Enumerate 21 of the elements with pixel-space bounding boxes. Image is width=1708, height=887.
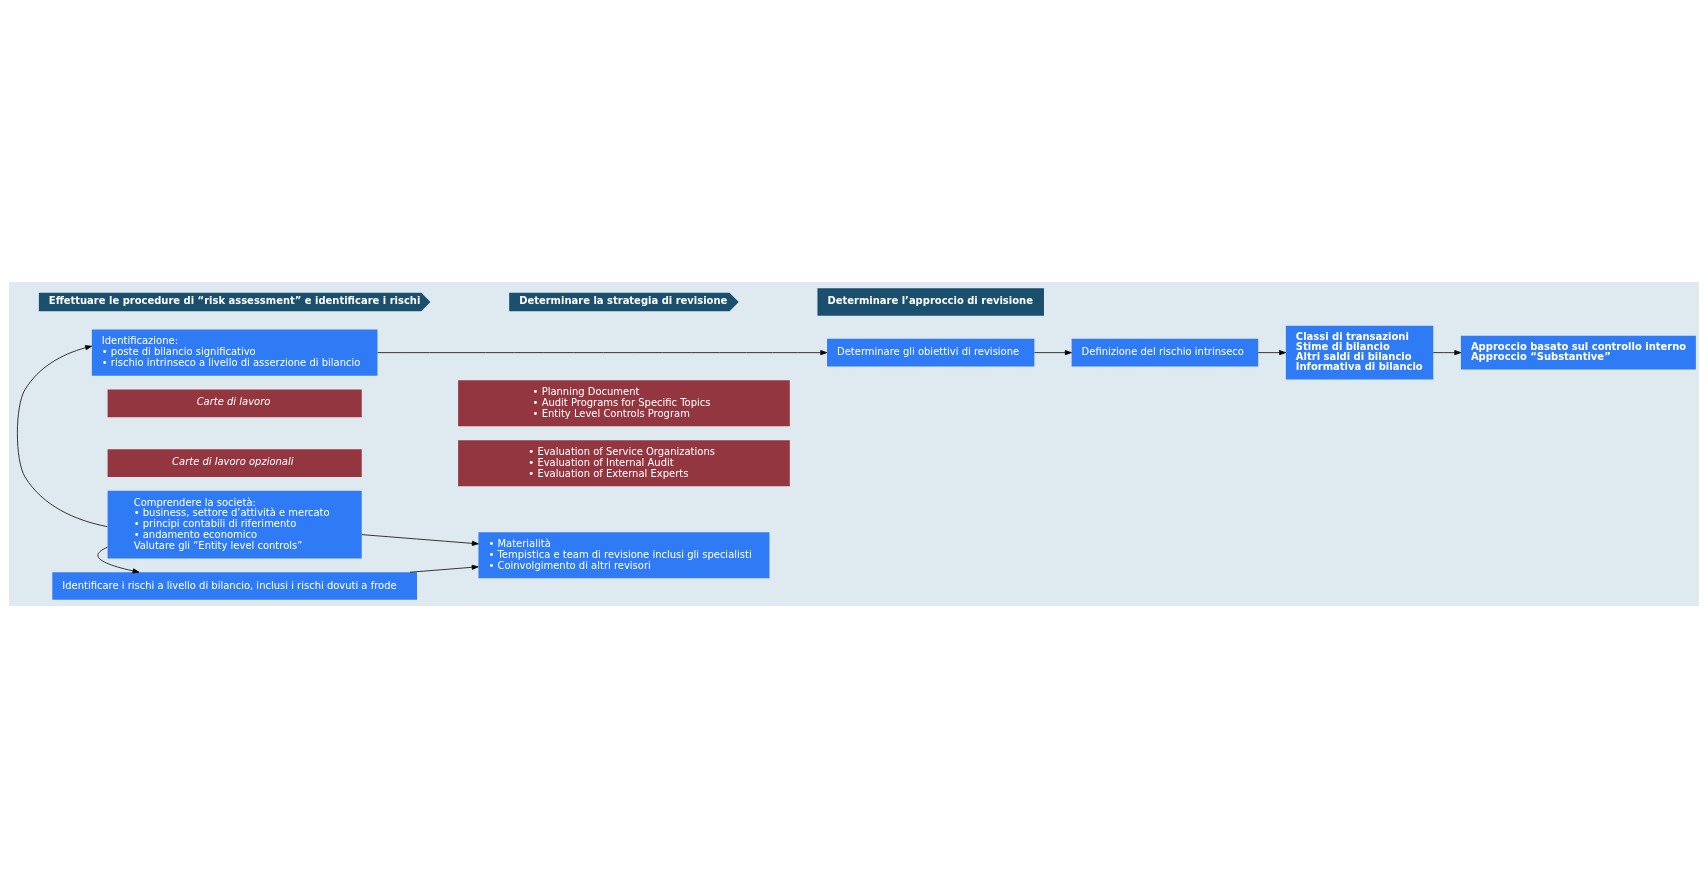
node-box: Approccio basato sul controllo interno Approccio “Substantive” — [1460, 335, 1696, 369]
arrow — [377, 349, 828, 355]
node-box: Carte di lavoro opzionali — [107, 448, 362, 477]
node-box: Classi di transazioni Stime di bilancio Altri saldi di bilancio Informativa di bilancio — [1285, 325, 1434, 379]
node-box: • Evaluation of Service Organizations • Evaluation of Internal Audit • Evaluation of External Experts — [458, 439, 790, 486]
arrow — [1257, 349, 1287, 355]
node-box: Determinare l’approccio di revisione — [817, 287, 1044, 316]
node-box: Identificazione: • poste di bilancio significativo • rischio intrinseco a livello di asserzione di bilancio — [91, 329, 378, 376]
node-box: • Planning Document • Audit Programs for Specific Topics • Entity Level Controls Program — [458, 379, 790, 426]
arrow — [361, 533, 479, 546]
node-box: • Materialità • Tempistica e team di revisione inclusi gli specialisti • Coinvolgimento di altri revisori — [478, 531, 770, 578]
node-box: Comprendere la società: • business, settore d’attività e mercato • principi contabili di riferimento • andamento economico Valutare gli “Entity level controls” — [107, 490, 362, 558]
arrow — [97, 546, 140, 573]
node-box: Definizione del rischio intrinseco — [1071, 338, 1259, 366]
arrow — [1034, 349, 1072, 355]
arrow — [17, 344, 108, 527]
arrow — [1432, 349, 1462, 355]
arrow — [409, 564, 479, 573]
node-box: Identificare i rischi a livello di bilancio, inclusi i rischi dovuti a frode — [52, 571, 418, 600]
node-box: Determinare gli obiettivi di revisione — [827, 338, 1035, 366]
node-box: Carte di lavoro — [107, 389, 362, 417]
